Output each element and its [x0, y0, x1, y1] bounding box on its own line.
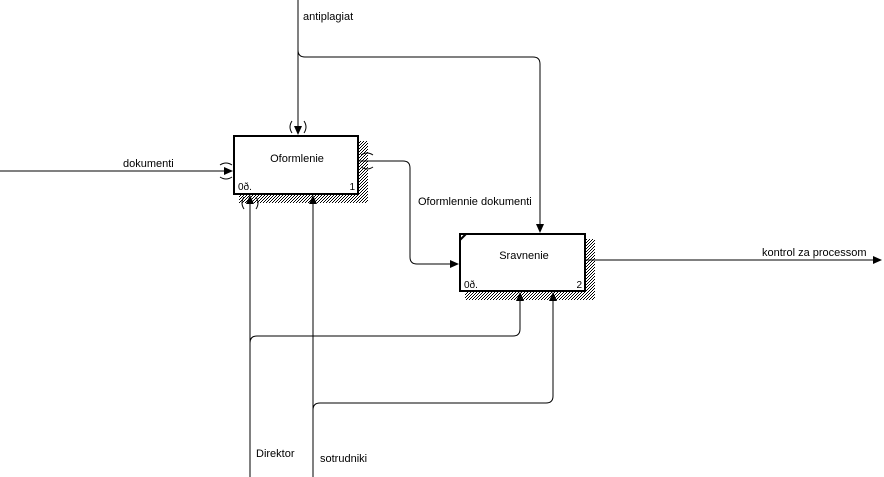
- arrowhead: [224, 167, 233, 175]
- label-antiplagiat: antiplagiat: [303, 11, 353, 23]
- box-frame: [459, 233, 586, 292]
- box-shadow: [239, 194, 368, 203]
- label-kontrol-za-processom: kontrol za processom: [762, 247, 867, 259]
- tunnel-mark: [219, 162, 233, 180]
- tunnel-mark: [360, 152, 374, 170]
- arrow-kontrol-za-processom[interactable]: [586, 256, 882, 264]
- arrow-line: [359, 160, 458, 265]
- box-shadow: [358, 141, 368, 203]
- arrow-antiplagiat[interactable]: [289, 0, 544, 233]
- label-sotrudniki: sotrudniki: [320, 453, 367, 465]
- box-corner-tick: [459, 233, 467, 241]
- label-direktor: Direktor: [256, 448, 295, 460]
- arrow-branch-line: [297, 49, 541, 232]
- arrow-dokumenti[interactable]: [0, 162, 233, 180]
- tunnel-mark: [289, 120, 307, 134]
- box-number: 1: [349, 182, 355, 193]
- box-shadow: [585, 239, 595, 300]
- arrowhead: [246, 195, 254, 204]
- arrowhead: [450, 260, 459, 268]
- arrowhead: [309, 195, 317, 204]
- box-frame: [233, 135, 359, 195]
- arrow-oformlennie-dokumenti[interactable]: [359, 152, 459, 268]
- tunnel-mark: [241, 196, 259, 210]
- arrow-direktor[interactable]: [241, 195, 524, 477]
- arrowhead: [873, 256, 882, 264]
- arrow-sotrudniki[interactable]: [309, 195, 557, 477]
- arrowhead: [516, 292, 524, 301]
- box-cost: 0ð.: [238, 181, 252, 193]
- arrowhead: [294, 126, 302, 135]
- box-number: 2: [576, 280, 582, 291]
- arrowhead: [549, 292, 557, 301]
- box-title: Oformlenie: [270, 153, 324, 165]
- arrow-branch-line: [249, 293, 521, 344]
- label-oformlennie-dokumenti: Oformlennie dokumenti: [418, 196, 532, 208]
- activity-box-sravnenie[interactable]: Sravnenie 0ð. 2: [459, 233, 595, 300]
- activity-box-oformlenie[interactable]: Oformlenie 0ð. 1: [233, 135, 368, 203]
- arrow-branch-line: [312, 293, 554, 411]
- box-title: Sravnenie: [499, 250, 549, 262]
- label-dokumenti: dokumenti: [123, 158, 174, 170]
- box-shadow: [465, 291, 595, 300]
- arrowhead: [536, 224, 544, 233]
- box-cost: 0ð.: [464, 279, 478, 291]
